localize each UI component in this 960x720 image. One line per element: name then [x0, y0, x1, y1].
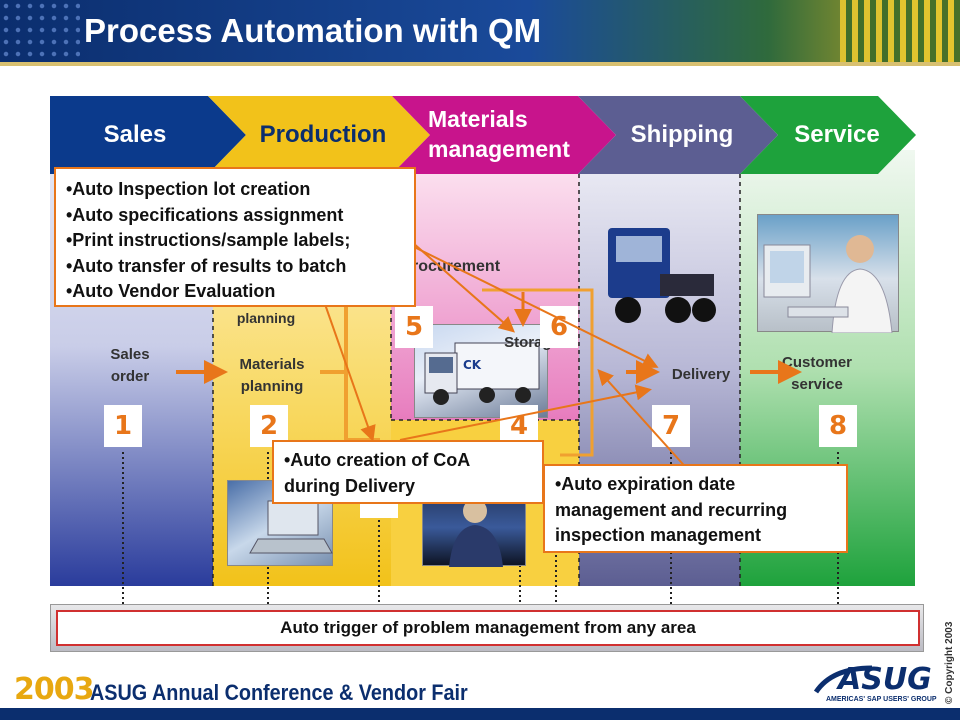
delivery-truck-photo — [600, 214, 718, 334]
tab-materials-label: Materials management — [428, 106, 570, 162]
page-title: Process Automation with QM — [84, 12, 542, 49]
callout-arrow-3 — [319, 289, 376, 442]
callout-coa-line-1: •Auto creation of CoA — [284, 450, 471, 470]
header-dots-decoration — [0, 0, 80, 62]
tab-materials[interactable]: Materials management — [428, 96, 608, 174]
tab-sales[interactable]: Sales — [80, 96, 190, 174]
tab-service[interactable]: Service — [782, 96, 892, 174]
step-number-7: 7 — [652, 405, 690, 447]
problem-bar-label: Auto trigger of problem management from … — [280, 618, 696, 637]
truck-icon: CK — [424, 342, 540, 405]
step-number-1: 1 — [104, 405, 142, 447]
callout-arrow-2 — [399, 239, 659, 368]
footer-year: 2003 — [14, 672, 94, 707]
callout-arrow-4 — [399, 384, 652, 441]
callout-expiration-line-2: management and recurring — [555, 499, 788, 520]
header-stripes-decoration — [840, 0, 960, 62]
customer-service-photo — [757, 214, 899, 334]
delivery-truck-icon — [608, 228, 716, 323]
svg-text:CK: CK — [463, 358, 482, 372]
asug-logo: ASUG AMERICAS' SAP USERS' GROUP — [812, 662, 942, 710]
tab-sales-shape — [50, 96, 246, 174]
tab-production-label: Production — [259, 121, 387, 148]
step-number-8: 8 — [819, 405, 857, 447]
label-sales-order: Sales order — [110, 346, 150, 385]
label-planning: planning — [236, 310, 296, 326]
arrow-planning-bracket — [344, 300, 380, 442]
asug-logo-subtitle: AMERICAS' SAP USERS' GROUP — [826, 696, 937, 703]
callout-inspection-line-5: •Auto Vendor Evaluation — [66, 281, 276, 302]
tab-production[interactable]: Production — [248, 96, 398, 174]
callout-inspection-line-4: •Auto transfer of results to batch — [66, 255, 347, 276]
header-banner — [0, 0, 960, 62]
tab-shipping-label: Shipping — [630, 121, 734, 148]
callout-expiration-line-1: •Auto expiration date — [555, 474, 736, 494]
arrow-storage-loop — [482, 288, 594, 457]
callout-arrow-5 — [597, 369, 691, 473]
callout-inspection-line-3: •Print instructions/sample labels; — [66, 230, 351, 251]
header-divider — [0, 62, 960, 66]
person-at-computer-icon — [763, 235, 893, 334]
callout-expiration-line-3: inspection management — [555, 525, 762, 546]
callout-coa-line-2: during Delivery — [284, 475, 416, 496]
footer-bottom-bar — [0, 708, 960, 720]
label-delivery: Delivery — [671, 366, 731, 383]
label-materials-planning: Materials planning — [239, 356, 305, 395]
procurement-truck-photo: CK — [414, 324, 548, 418]
footer-conference-name: ASUG Annual Conference & Vendor Fair — [90, 680, 468, 705]
copyright-notice: © Copyright 2003 — [944, 621, 955, 704]
callout-inspection-line-2: •Auto specifications assignment — [66, 204, 344, 225]
tab-service-shape — [740, 96, 916, 174]
tab-service-label: Service — [794, 121, 880, 148]
callout-inspection-automation: •Auto Inspection lot creation •Auto spec… — [54, 167, 416, 307]
asug-swoosh-icon — [813, 665, 873, 694]
asug-logo-text: ASUG — [838, 662, 932, 697]
problem-bar: Auto trigger of problem management from … — [56, 610, 920, 646]
step-number-2: 2 — [250, 405, 288, 447]
tab-production-shape — [208, 96, 430, 174]
callout-expiration: •Auto expiration date management and rec… — [543, 464, 848, 553]
callout-inspection-line-1: •Auto Inspection lot creation — [66, 179, 311, 199]
step-number-5: 5 — [395, 306, 433, 348]
tab-materials-shape — [392, 96, 616, 174]
tab-shipping[interactable]: Shipping — [612, 96, 752, 174]
callout-coa: •Auto creation of CoA during Delivery — [272, 440, 544, 504]
tab-sales-label: Sales — [103, 121, 167, 148]
tab-shipping-shape — [578, 96, 778, 174]
